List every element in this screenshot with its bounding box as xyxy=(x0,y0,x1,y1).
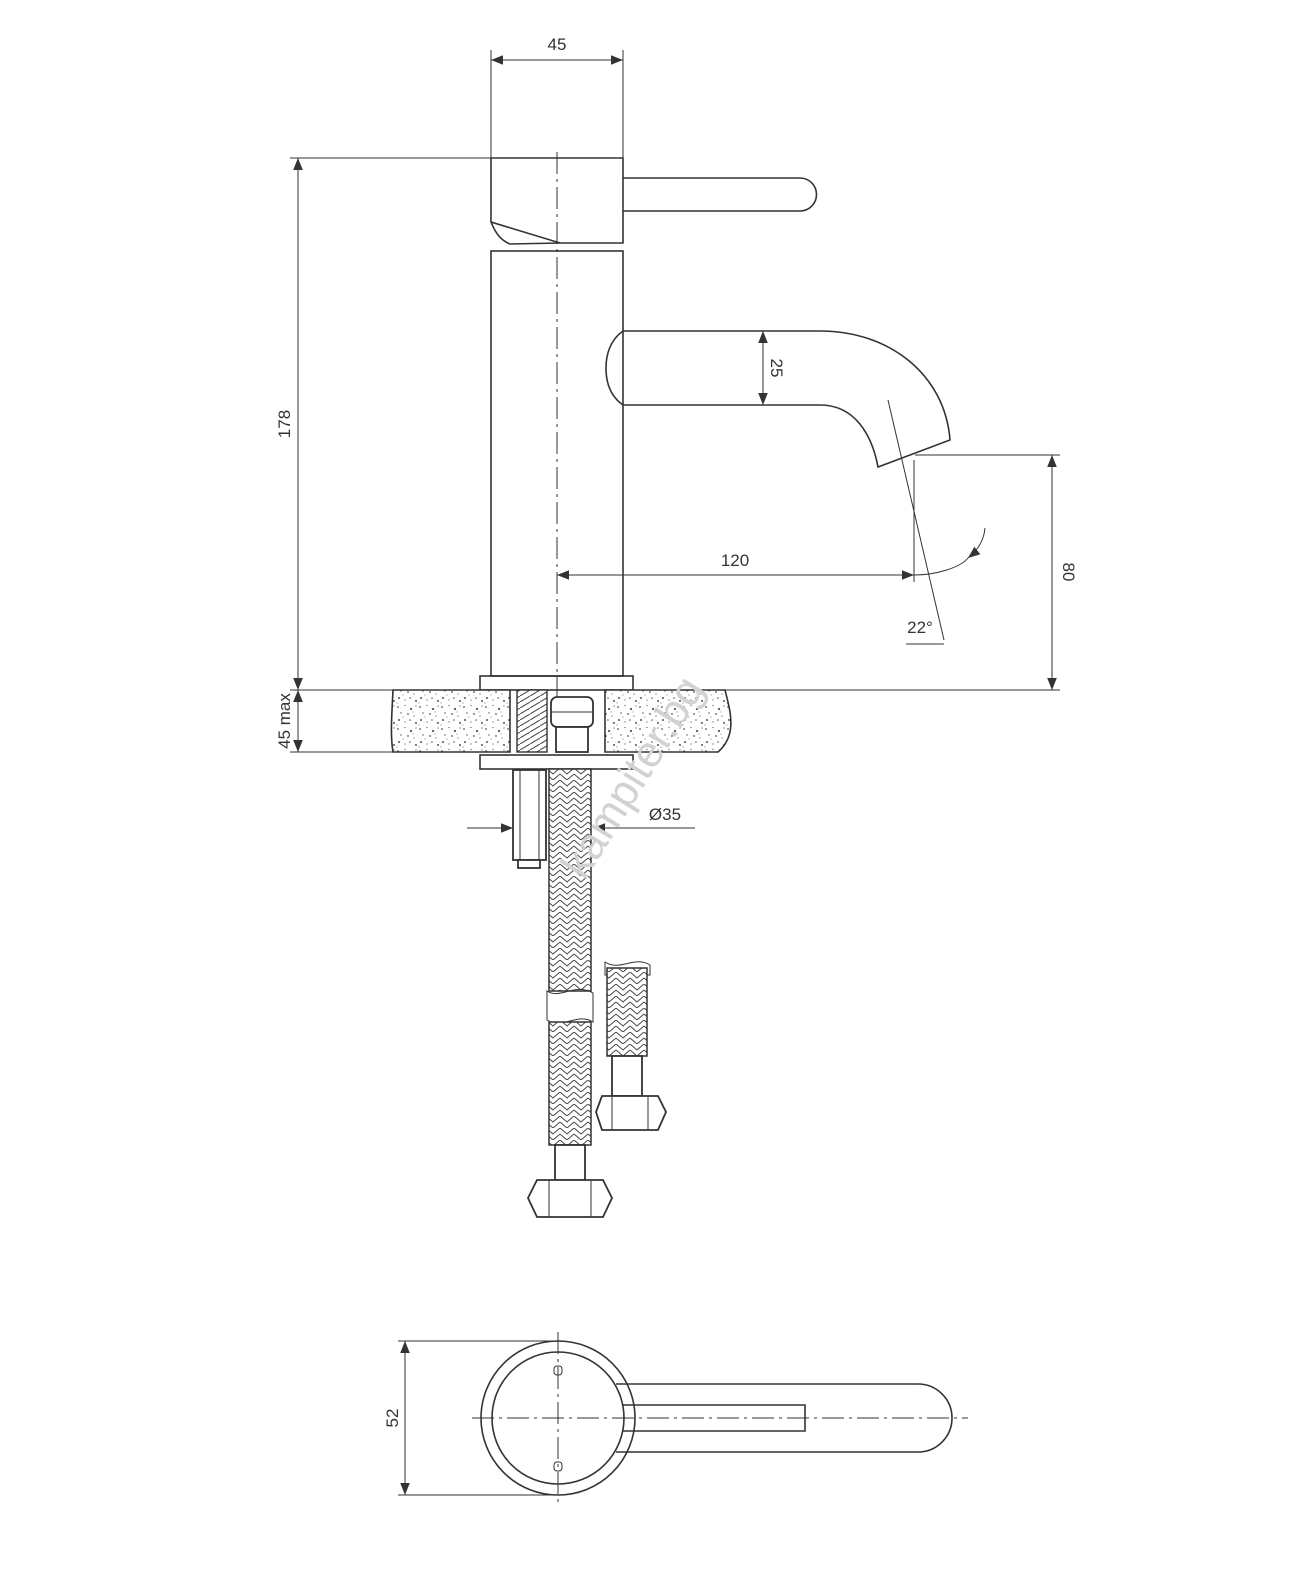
lever-handle xyxy=(623,177,818,212)
hose-second-hex-nut xyxy=(595,1095,667,1131)
dim-hole-diameter: Ø35 xyxy=(649,805,681,824)
dim-top-view-width: 52 xyxy=(383,1409,402,1428)
dim-total-height: 178 xyxy=(275,410,294,438)
hose-second xyxy=(606,967,648,1057)
hose-sleeve xyxy=(555,726,589,753)
hose-main-hex-nut xyxy=(526,1179,614,1218)
handle-collar xyxy=(490,221,561,245)
countertop-section xyxy=(390,689,732,869)
dim-body-width: 45 xyxy=(548,35,567,54)
mounting-nut xyxy=(512,769,547,861)
dim-spout-height: 80 xyxy=(1059,563,1078,582)
supply-hoses xyxy=(526,768,667,1218)
hose-main-sleeve xyxy=(554,1144,586,1181)
top-view-spout xyxy=(616,1383,953,1453)
countertop-left xyxy=(390,689,511,753)
faucet-top-view xyxy=(398,1332,968,1505)
hose-main-lower xyxy=(548,1021,592,1146)
dim-spout-angle: 22° xyxy=(907,618,933,637)
threaded-rod xyxy=(516,689,548,753)
hose-second-sleeve xyxy=(611,1055,643,1097)
faucet-side-view xyxy=(479,152,951,700)
hose-main-upper xyxy=(548,768,592,992)
handle-cap xyxy=(490,157,624,244)
dimension-labels: 45 178 25 120 80 22° 45 max Ø35 52 xyxy=(275,35,1078,1427)
dim-spout-reach: 120 xyxy=(721,551,749,570)
countertop-right xyxy=(604,689,732,753)
dim-counter-thickness: 45 max xyxy=(275,693,294,749)
dimension-lines xyxy=(290,50,1060,833)
spout xyxy=(623,330,951,469)
dim-spout-diameter: 25 xyxy=(767,359,786,378)
spout-collar xyxy=(605,330,624,406)
